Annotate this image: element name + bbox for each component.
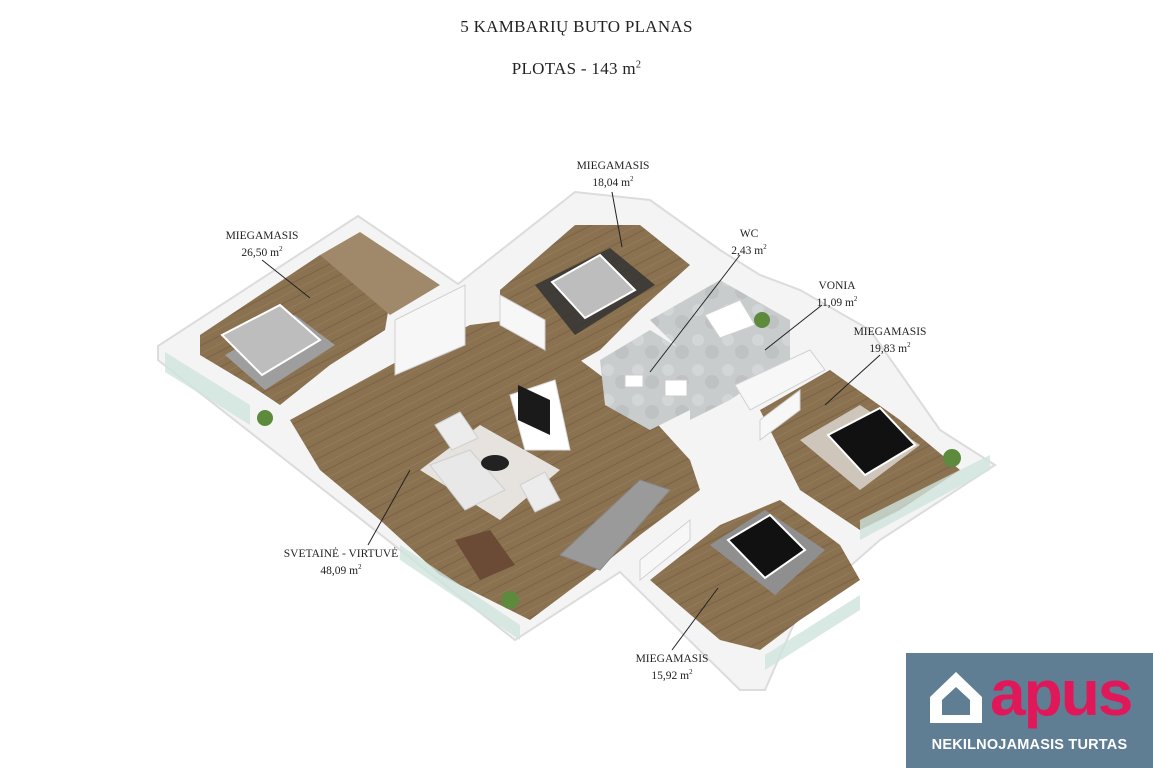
label-bedroom-3: MIEGAMASIS 19,83 m2 — [853, 326, 927, 355]
label-bedroom-1: MIEGAMASIS 26,50 m2 — [225, 230, 299, 259]
logo-word: apus — [990, 657, 1133, 729]
windows — [165, 352, 990, 670]
bath-fixtures — [624, 299, 756, 397]
floor-closet — [320, 232, 440, 315]
apus-logo: apus NEKILNOJAMASIS TURTAS — [906, 653, 1153, 768]
label-wc: WC 2,43 m2 — [731, 228, 767, 257]
label-bedroom-2: MIEGAMASIS 18,04 m2 — [576, 160, 650, 189]
floor-bath — [650, 280, 790, 420]
plan-title: 5 KAMBARIŲ BUTO PLANAS — [460, 17, 693, 36]
house-icon — [930, 672, 982, 723]
label-living-kitchen: SVETAINĖ - VIRTUVĖ 48,09 m2 — [283, 548, 399, 577]
plan-area: PLOTAS - 143 m2 — [511, 59, 642, 78]
label-bedroom-4: MIEGAMASIS 15,92 m2 — [635, 653, 709, 682]
wardrobes — [394, 284, 826, 582]
leader-lines — [261, 191, 881, 651]
plants — [257, 312, 961, 609]
living-furniture — [429, 379, 671, 580]
beds — [220, 253, 917, 580]
floor-wc — [600, 330, 690, 430]
label-bath: VONIA 11,09 m2 — [816, 280, 858, 309]
logo-subtitle: NEKILNOJAMASIS TURTAS — [931, 737, 1128, 753]
